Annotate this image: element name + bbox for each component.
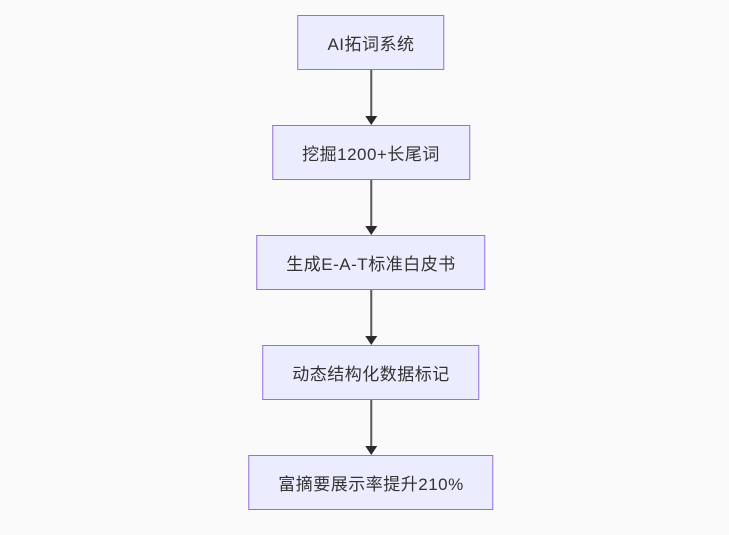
flow-node-label: 挖掘1200+长尾词 — [302, 145, 440, 164]
flow-arrow-1 — [364, 70, 377, 125]
arrowhead-down-icon — [364, 446, 377, 455]
flow-arrow-3 — [364, 290, 377, 345]
flow-node-rich-snippet-result: 富摘要展示率提升210% — [248, 455, 494, 510]
flow-arrow-2 — [364, 180, 377, 235]
flow-node-label: AI拓词系统 — [327, 35, 415, 54]
arrow-line — [369, 70, 372, 116]
flow-node-longtail-keywords: 挖掘1200+长尾词 — [272, 125, 470, 180]
arrowhead-down-icon — [364, 116, 377, 125]
flow-node-structured-data: 动态结构化数据标记 — [262, 345, 480, 400]
arrowhead-down-icon — [364, 336, 377, 345]
flow-node-label: 生成E-A-T标准白皮书 — [286, 255, 456, 274]
arrow-line — [369, 400, 372, 446]
arrow-line — [369, 290, 372, 336]
flow-node-label: 动态结构化数据标记 — [292, 365, 450, 384]
flow-node-ai-system: AI拓词系统 — [297, 15, 445, 70]
flow-node-label: 富摘要展示率提升210% — [278, 475, 464, 494]
arrowhead-down-icon — [364, 226, 377, 235]
flow-arrow-4 — [364, 400, 377, 455]
flowchart-column: AI拓词系统 挖掘1200+长尾词 生成E-A-T标准白皮书 动态结构化数据标记 — [248, 15, 494, 510]
arrow-line — [369, 180, 372, 226]
flow-node-eat-whitepaper: 生成E-A-T标准白皮书 — [256, 235, 486, 290]
